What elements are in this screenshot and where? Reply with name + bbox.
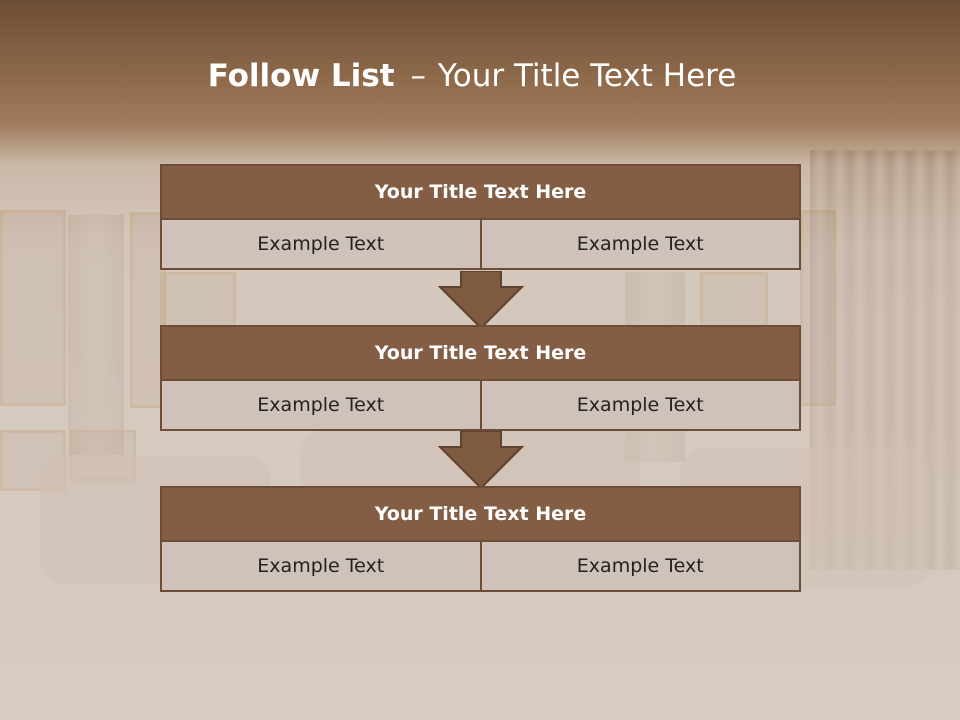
step-block-header: Your Title Text Here: [160, 325, 801, 381]
step-block-row: Example Text Example Text: [160, 381, 801, 431]
step-block-cell-left: Example Text: [257, 233, 385, 255]
step-block-row: Example Text Example Text: [160, 542, 801, 592]
step-block-title: Your Title Text Here: [374, 342, 587, 364]
step-block-2: Your Title Text Here Example Text Exampl…: [160, 325, 801, 431]
step-block-cell-right: Example Text: [479, 220, 800, 268]
step-block-3: Your Title Text Here Example Text Exampl…: [160, 486, 801, 592]
step-block-row: Example Text Example Text: [160, 220, 801, 270]
slide-title: Follow List– Your Title Text Here: [0, 52, 944, 100]
step-block-cell-right: Example Text: [479, 542, 800, 590]
down-arrow-icon: [438, 271, 524, 329]
title-rest: Your Title Text Here: [437, 58, 737, 94]
step-block-title: Your Title Text Here: [374, 181, 587, 203]
step-block-title: Your Title Text Here: [374, 503, 587, 525]
step-block-cell-left: Example Text: [257, 555, 385, 577]
step-block-header: Your Title Text Here: [160, 486, 801, 542]
title-separator: –: [410, 58, 427, 94]
down-arrow-icon: [438, 431, 524, 489]
title-bold: Follow List: [207, 58, 395, 94]
step-block-cell-right: Example Text: [479, 381, 800, 429]
step-block-cell-left: Example Text: [257, 394, 385, 416]
step-block-header: Your Title Text Here: [160, 164, 801, 220]
step-block-1: Your Title Text Here Example Text Exampl…: [160, 164, 801, 270]
